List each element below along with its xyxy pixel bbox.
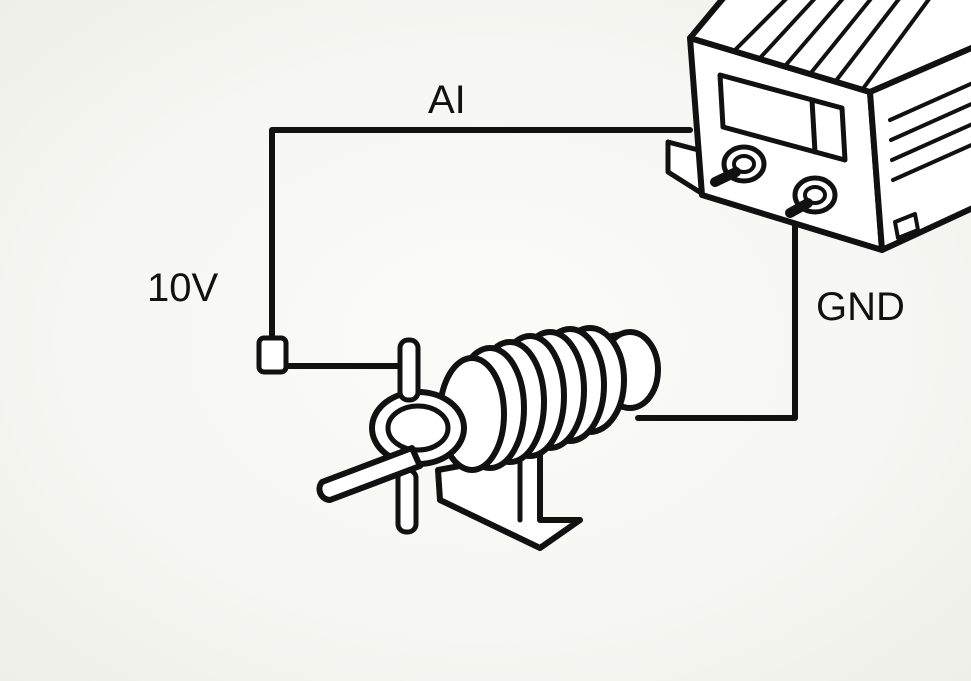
controller-fins: [733, 0, 931, 92]
ai-label: AI: [428, 78, 466, 122]
controller-side-connector: [893, 212, 920, 240]
controller-terminal-gnd: [785, 175, 838, 218]
ai-wire: [269, 127, 693, 348]
controller-display-divider: [809, 97, 818, 155]
connector-plug-icon: [256, 335, 289, 375]
voltage-label: 10V: [147, 266, 219, 310]
controller-vents: [888, 81, 971, 182]
controller-terminal-ai: [710, 144, 767, 187]
sensor-pin-top: [397, 337, 421, 403]
coil-sensor-icon: [316, 325, 661, 551]
sensor-shaft: [316, 445, 423, 503]
controller-box-icon: [665, 0, 971, 253]
gnd-wire: [635, 212, 798, 421]
ground-label: GND: [816, 285, 905, 329]
sensor-pin-bottom: [395, 467, 419, 535]
sensor-coil-windings: [437, 325, 627, 473]
wires: [269, 127, 798, 421]
